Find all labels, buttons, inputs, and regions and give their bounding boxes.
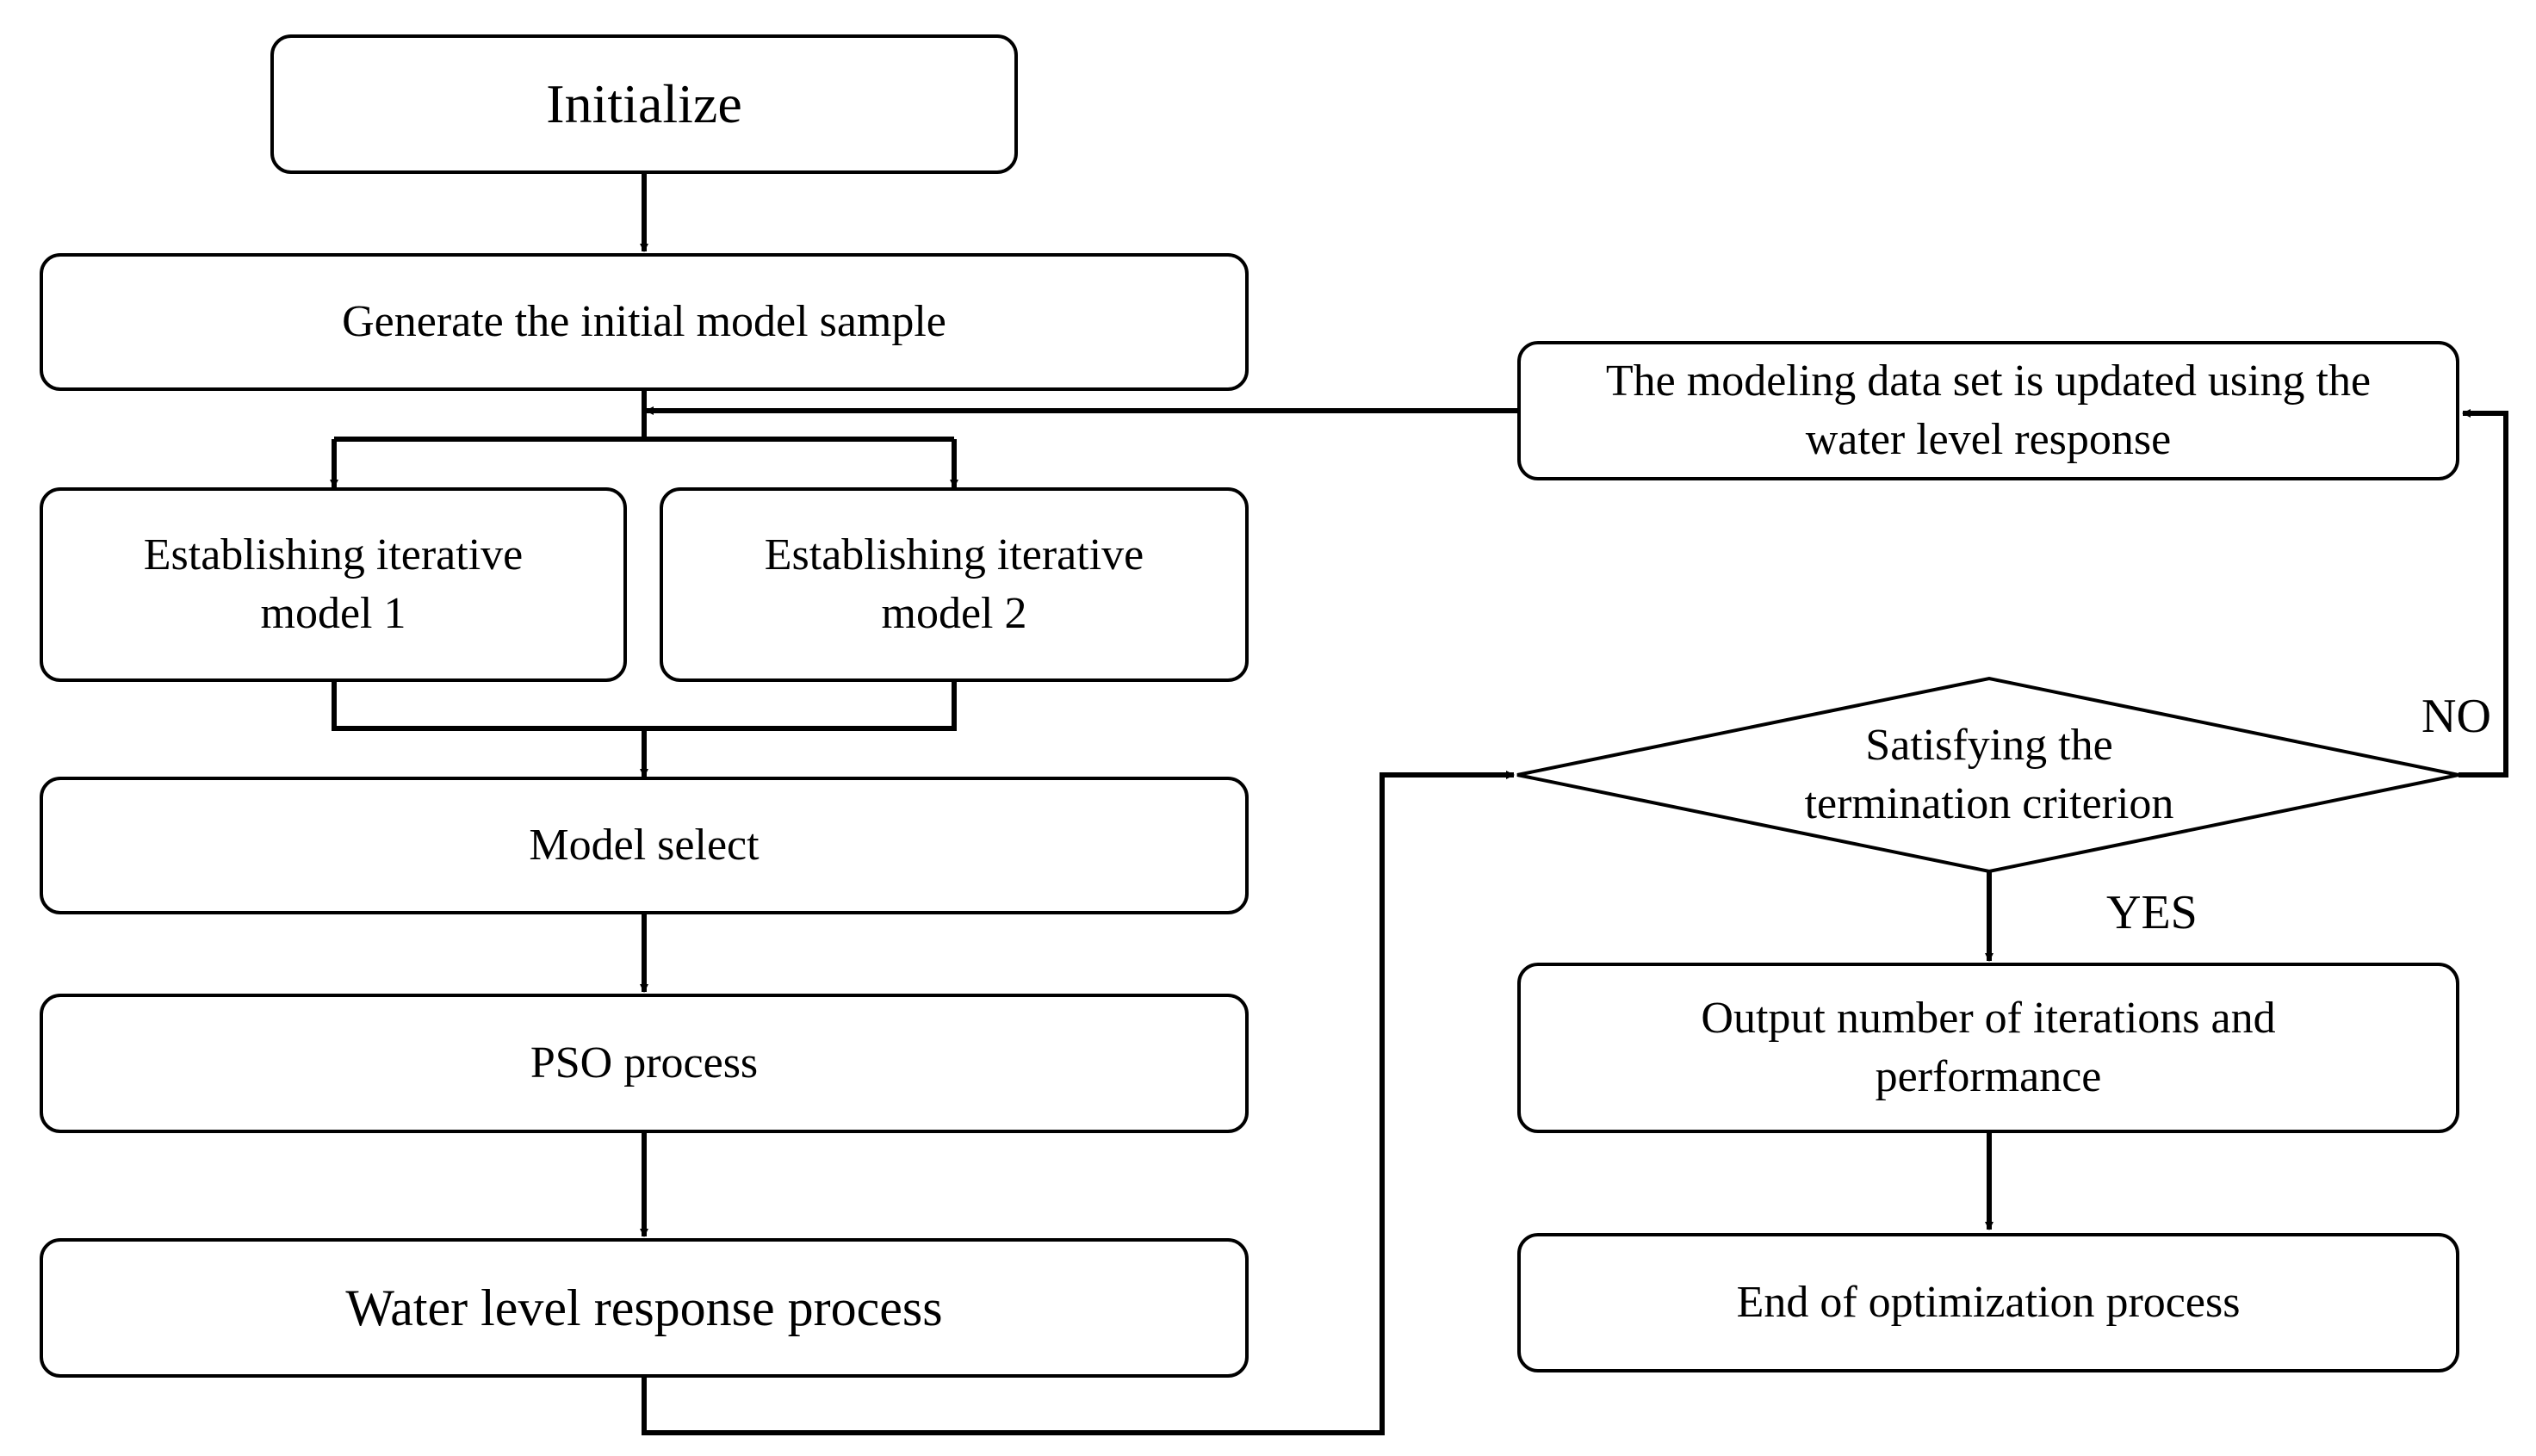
- end-box: End of optimization process: [1517, 1233, 2459, 1372]
- arrow-water-to-decision: [642, 771, 1515, 1435]
- output-label: Output number of iterations and performa…: [1701, 994, 2276, 1101]
- model1-label: Establishing iterative model 1: [143, 530, 524, 638]
- initialize-label: Initialize: [546, 73, 742, 135]
- line-merge: [332, 680, 957, 731]
- model2-label: Establishing iterative model 2: [764, 530, 1144, 638]
- model-select-box: Model select: [40, 777, 1249, 914]
- pso-box: PSO process: [40, 994, 1249, 1133]
- no-label: NO: [2421, 690, 2491, 743]
- model2-box: Establishing iterative model 2: [660, 487, 1249, 682]
- update-dataset-label: The modeling data set is updated using t…: [1605, 356, 2372, 464]
- model1-box: Establishing iterative model 1: [40, 487, 627, 682]
- generate-sample-label: Generate the initial model sample: [342, 297, 946, 347]
- model-select-label: Model select: [529, 821, 760, 871]
- water-level-box: Water level response process: [40, 1238, 1249, 1378]
- water-level-label: Water level response process: [345, 1279, 943, 1336]
- pso-label: PSO process: [530, 1038, 759, 1088]
- decision-diamond: [1516, 676, 2459, 874]
- update-dataset-box: The modeling data set is updated using t…: [1517, 341, 2459, 480]
- initialize-box: Initialize: [270, 34, 1018, 174]
- arrow-decision-no-to-update: [2458, 409, 2508, 778]
- end-label: End of optimization process: [1736, 1278, 2241, 1328]
- generate-sample-box: Generate the initial model sample: [40, 253, 1249, 391]
- termination-label: Satisfying the termination criterion: [1804, 721, 2174, 828]
- output-box: Output number of iterations and performa…: [1517, 963, 2459, 1133]
- yes-label: YES: [2106, 886, 2198, 939]
